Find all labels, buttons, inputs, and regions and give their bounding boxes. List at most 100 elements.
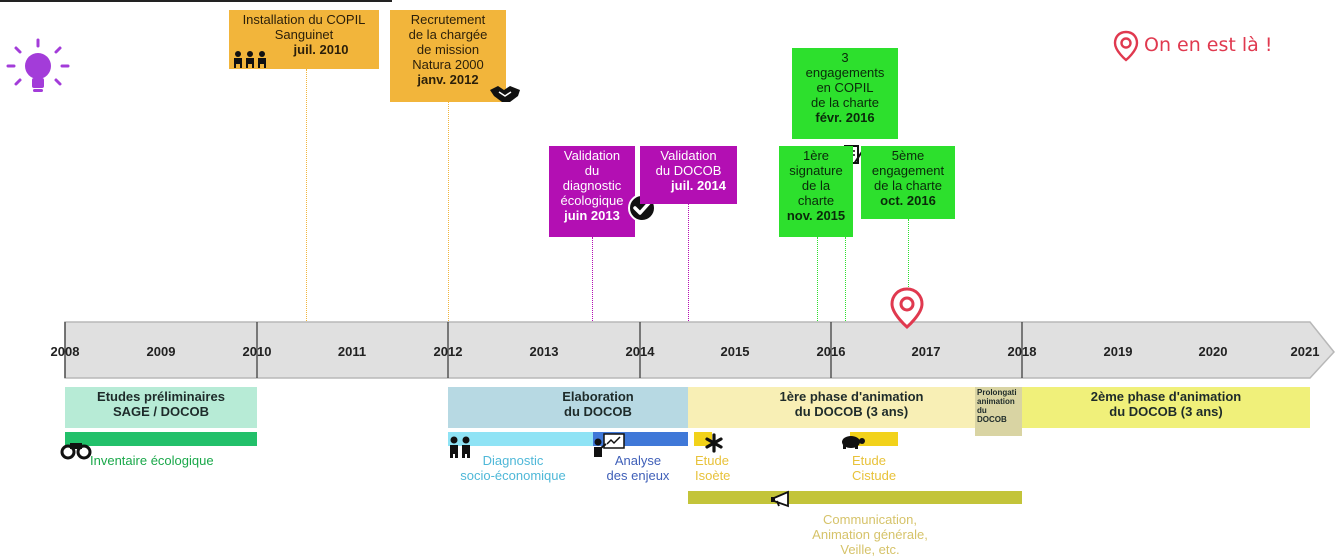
event-line: engagement	[871, 163, 945, 178]
activity-label-isoete: Etude Isoète	[695, 453, 730, 483]
phase-line: Elaboration	[562, 389, 634, 404]
phase-line: Etudes préliminaires	[97, 389, 225, 404]
phase-line: 1ère phase d'animation	[779, 389, 924, 404]
activity-bar-isoete	[694, 432, 712, 446]
current-position-label: On en est là !	[1144, 34, 1273, 56]
connector-fifth-engagement	[908, 219, 909, 289]
connector-docob	[688, 204, 689, 321]
year-label: 2021	[1290, 344, 1320, 359]
event-line: charte	[797, 193, 835, 208]
event-line: Natura 2000	[412, 57, 484, 72]
phase-line: Prolongati	[977, 388, 1017, 397]
activity-bar-inventory	[65, 432, 257, 446]
event-date: juil. 2014	[671, 178, 726, 193]
year-label: 2012	[433, 344, 463, 359]
activity-line: des enjeux	[606, 468, 670, 483]
event-line: de la	[801, 178, 831, 193]
activity-bar-diagnostic	[448, 432, 593, 446]
event-date: févr. 2016	[815, 110, 875, 125]
activity-line: Diagnostic	[482, 453, 544, 468]
event-line: Validation	[563, 148, 621, 163]
presentation-icon	[594, 433, 625, 457]
event-date: nov. 2015	[786, 208, 846, 223]
activity-line: Veille, etc.	[840, 542, 900, 557]
event-line: de la charte	[811, 95, 879, 110]
event-line: du DOCOB	[655, 163, 722, 178]
event-line: 5ème	[891, 148, 925, 163]
header-underline-mark	[378, 0, 392, 2]
phase-line: du DOCOB (3 ans)	[794, 404, 909, 419]
event-line: Recrutement	[410, 12, 486, 27]
event-date: juin 2013	[564, 208, 620, 223]
year-label: 2009	[146, 344, 176, 359]
phase-line: du	[977, 406, 987, 415]
event-line: signature	[789, 163, 843, 178]
activity-line: Etude	[695, 453, 729, 468]
event-line: en COPIL	[816, 80, 874, 95]
event-diagnostic-validation: Validation du diagnostic écologique juin…	[549, 146, 635, 237]
event-docob-validation: Validation du DOCOB juil. 2014	[640, 146, 737, 204]
event-line: 1ère	[802, 148, 830, 163]
connector-three-engagements	[845, 237, 846, 321]
timeline-position-pin-icon	[890, 287, 924, 329]
activity-label-diagnostic: Diagnostic socio-économique	[442, 453, 584, 483]
year-label: 2013	[529, 344, 559, 359]
activity-line: Animation générale,	[812, 527, 928, 542]
year-label: 2019	[1103, 344, 1133, 359]
event-fifth-engagement: 5ème engagement de la charte oct. 2016	[861, 146, 955, 219]
event-line: 3	[841, 50, 849, 65]
activity-bar-communication	[688, 491, 1022, 504]
activity-line: Analyse	[614, 453, 662, 468]
year-label: 2011	[337, 344, 367, 359]
event-line: Installation du COPIL	[242, 12, 366, 27]
phase-line: SAGE / DOCOB	[112, 404, 210, 419]
phase-docob-elaboration: Elaboration du DOCOB	[448, 387, 688, 428]
activity-label-analysis: Analyse des enjeux	[598, 453, 678, 483]
phase-extension: Prolongati animation du DOCOB	[975, 387, 1022, 436]
turtle-icon	[842, 436, 865, 449]
phase-line: 2ème phase d'animation	[1090, 389, 1242, 404]
phase-preliminary-studies: Etudes préliminaires SAGE / DOCOB	[65, 387, 257, 428]
activity-label-inventory: Inventaire écologique	[90, 453, 214, 468]
activity-line: Cistude	[852, 468, 897, 483]
connector-copil	[306, 69, 307, 321]
event-line: du	[584, 163, 600, 178]
activity-label-cistude: Etude Cistude	[852, 453, 896, 483]
event-line: de la chargée	[408, 27, 488, 42]
location-pin-icon	[1113, 30, 1139, 62]
activity-line: socio-économique	[460, 468, 566, 483]
connector-recruitment	[448, 102, 449, 321]
event-line: de mission	[416, 42, 480, 57]
activity-label-communication: Communication, Animation générale, Veill…	[770, 512, 970, 557]
year-label: 2015	[720, 344, 750, 359]
year-label: 2016	[816, 344, 846, 359]
timeline-axis	[64, 321, 1335, 379]
activity-line: Communication,	[823, 512, 917, 527]
event-date: juil. 2010	[293, 42, 349, 57]
event-three-engagements: 3 engagements en COPIL de la charte févr…	[792, 48, 898, 139]
phase-line: animation	[977, 397, 1015, 406]
connector-diagnostic	[592, 237, 593, 321]
event-line: Sanguinet	[274, 27, 334, 42]
event-recruitment: Recrutement de la chargée de mission Nat…	[390, 10, 506, 102]
megaphone-icon	[771, 490, 789, 508]
phase-line: du DOCOB (3 ans)	[1109, 404, 1223, 419]
event-line: diagnostic	[562, 178, 622, 193]
year-label: 2018	[1007, 344, 1037, 359]
event-line: de la charte	[874, 178, 942, 193]
handshake-icon	[490, 86, 520, 102]
event-first-signature: 1ère signature de la charte nov. 2015	[779, 146, 853, 237]
event-line: engagements	[805, 65, 885, 80]
activity-line: Isoète	[695, 468, 731, 483]
year-label: 2014	[625, 344, 655, 359]
event-date: oct. 2016	[880, 193, 936, 208]
phase-line: du DOCOB	[564, 404, 632, 419]
header-underline	[0, 0, 378, 2]
event-date: janv. 2012	[417, 72, 479, 87]
phase-first-animation: 1ère phase d'animation du DOCOB (3 ans)	[688, 387, 975, 428]
event-line: Validation	[660, 148, 717, 163]
meeting-people-icon	[234, 51, 266, 68]
phase-line: DOCOB	[977, 415, 1007, 424]
event-line: écologique	[560, 193, 624, 208]
lightbulb-icon	[6, 38, 70, 92]
